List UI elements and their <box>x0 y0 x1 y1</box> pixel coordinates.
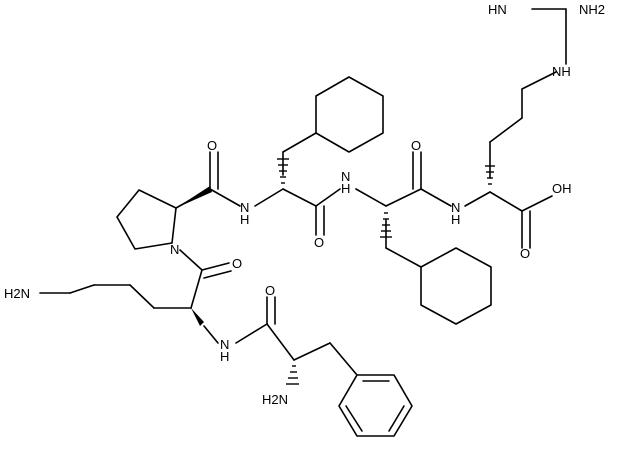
wedge-bond-lys <box>191 308 204 326</box>
bond-cha2-nh-c <box>420 188 452 207</box>
label-cha2-amide-h: H <box>341 181 350 196</box>
bond-phe-c-ca <box>266 323 295 361</box>
label-lys-h: H <box>220 349 229 364</box>
bond-lys-cd-ce <box>69 284 95 294</box>
label-guanidine-nh: NH <box>552 64 571 79</box>
benzene-ring <box>338 374 413 437</box>
label-guanidine-amine: NH2 <box>579 2 605 17</box>
label-phe-amide-o: O <box>265 283 275 298</box>
bond-cha2-c-ca <box>385 188 422 207</box>
bond-cha2-ca-nh <box>355 188 387 207</box>
bond-arg-ca-nh <box>464 191 491 207</box>
hash-bond-cha1 <box>277 158 289 184</box>
label-arg-amide-h: H <box>451 212 460 227</box>
bond-cha1-cb-ring <box>282 132 317 153</box>
wedge-bond-pro <box>176 186 212 208</box>
cyclohexane-ring-2 <box>420 247 492 325</box>
label-cha2-amide-n: N <box>341 169 350 184</box>
bond-arg-c-oh <box>521 195 553 212</box>
label-cha1-amide-o: O <box>314 235 324 250</box>
bond-arg-nh-cd <box>521 71 557 90</box>
label-arg-acid-o: O <box>520 246 530 261</box>
benzene-double-3 <box>345 405 363 432</box>
bond-phe-ca-cb <box>293 342 331 361</box>
label-cha2-amide-o: O <box>411 138 421 153</box>
bond-cha1-c-nh <box>315 188 341 207</box>
label-cha1-h: H <box>240 212 249 227</box>
bond-arg-cg-cb <box>489 117 523 143</box>
bond-cha1-ca-nh <box>254 188 284 207</box>
label-guanidine-imine: HN <box>488 2 507 17</box>
hash-bond-arg <box>485 165 495 185</box>
label-arg-amide-n: N <box>451 200 460 215</box>
label-cha1-n: N <box>240 200 249 215</box>
bond-pro-n-lys-c <box>179 249 203 271</box>
bond-lys-c-ca <box>190 269 203 309</box>
hash-bond-cha2 <box>380 212 392 238</box>
stereo-bonds <box>176 158 495 385</box>
label-pro-amide-o: O <box>207 138 217 153</box>
hash-bond-phe <box>286 365 299 385</box>
label-arg-oh: OH <box>552 181 572 196</box>
bond-arg-ca-cooh <box>489 191 523 212</box>
label-lys-n: N <box>220 337 229 352</box>
bond-lys-cb-cg <box>129 284 155 309</box>
label-lys-amide-o: O <box>232 256 242 271</box>
bonds <box>39 8 567 437</box>
bond-cha2-cb-ring <box>385 247 422 268</box>
label-phe-amine: H2N <box>262 392 288 407</box>
benzene-double-2 <box>388 405 405 432</box>
bond-lys-c-o-a <box>201 262 230 271</box>
bond-phe-nh-c <box>235 323 268 344</box>
bond-phe-cb-ring <box>329 342 358 376</box>
bond-cha1-c-ca <box>282 188 317 207</box>
atom-labels: HN NH2 NH OH O N H O N H O N H O N O H2N… <box>4 2 605 407</box>
pyrrolidine-ring <box>116 189 177 250</box>
label-lys-amine: H2N <box>4 286 30 301</box>
cyclohexane-ring-1 <box>315 76 384 153</box>
bond-pro-nh-c <box>209 188 241 207</box>
bond-lys-ca-nh <box>203 325 219 344</box>
label-pro-n: N <box>170 242 179 257</box>
bond-lys-c-o-b <box>203 270 232 279</box>
